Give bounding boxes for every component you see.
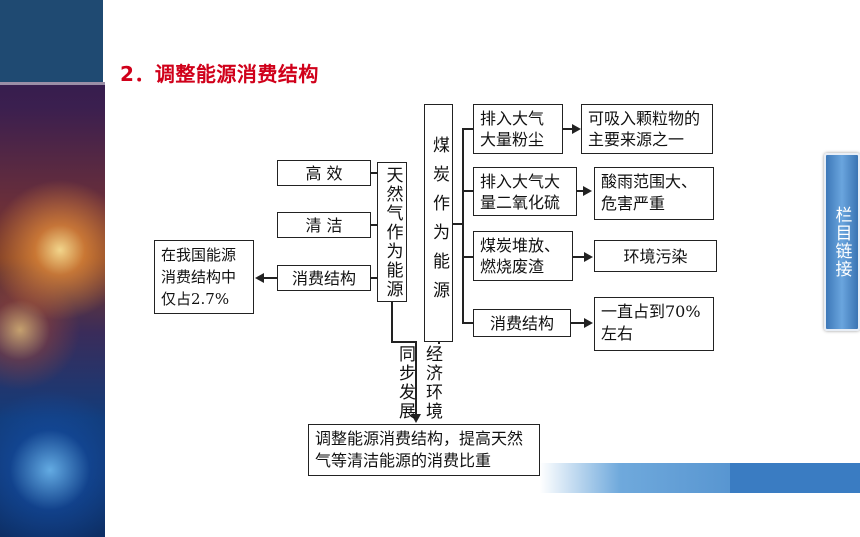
connector-line [391, 341, 415, 343]
connector-line [371, 172, 377, 174]
arrow-right-icon [584, 318, 593, 328]
connector-line [264, 277, 277, 279]
cause-consumption-box: 消费结构 [473, 309, 571, 337]
arrow-right-icon [584, 252, 593, 262]
gas-share-box: 在我国能源消费结构中仅占2.7% [154, 240, 254, 314]
connector-line [462, 322, 473, 324]
connector-line [571, 322, 584, 324]
connector-line [453, 223, 462, 225]
arrow-down-icon [411, 414, 421, 423]
conclusion-box: 调整能源消费结构，提高天然气等清洁能源的消费比重 [308, 424, 540, 476]
cause-residue-box: 煤炭堆放、燃烧废渣 [473, 231, 573, 281]
cause-dust-box: 排入大气大量粉尘 [473, 104, 563, 154]
factor-clean-box: 清 洁 [277, 212, 371, 238]
arrow-right-icon [583, 186, 592, 196]
effect-particulate-box: 可吸入颗粒物的主要来源之一 [581, 104, 713, 154]
page-title: 2．调整能源消费结构 [120, 62, 319, 86]
connector-line [462, 128, 473, 130]
decorative-side-image [0, 0, 105, 537]
economy-environment-label: 经济环境 [422, 345, 442, 421]
divider [0, 82, 105, 85]
cause-so2-box: 排入大气大量二氧化硫 [473, 167, 577, 216]
sync-development-label: 同步发展 [395, 345, 415, 421]
factor-consumption-box: 消费结构 [277, 265, 371, 291]
arrow-left-icon [255, 273, 264, 283]
header-block [0, 0, 105, 82]
section-link-tab[interactable]: 栏目链接 [824, 153, 860, 331]
connector-line [462, 190, 473, 192]
decorative-bottom-block [730, 463, 860, 493]
connector-line [415, 341, 417, 414]
effect-acid-rain-box: 酸雨范围大、危害严重 [594, 167, 714, 220]
coal-energy-label: 煤炭作为能源 [429, 136, 449, 310]
coal-energy-box: 煤炭作为能源 [424, 104, 453, 342]
connector-line [438, 342, 440, 344]
connector-line [563, 128, 572, 130]
effect-share-box: 一直占到70%左右 [594, 297, 714, 351]
factor-efficient-box: 高 效 [277, 160, 371, 186]
connector-line [371, 277, 377, 279]
connector-line [371, 224, 377, 226]
connector-line [462, 256, 473, 258]
connector-line [391, 302, 393, 342]
gas-energy-box: 天然气作为能源 [377, 162, 407, 302]
connector-line [462, 128, 464, 324]
gas-energy-label: 天然气作为能源 [382, 165, 403, 299]
connector-line [577, 190, 583, 192]
effect-pollution-box: 环境污染 [594, 240, 717, 272]
arrow-right-icon [572, 124, 581, 134]
connector-line [573, 256, 584, 258]
section-link-label: 栏目链接 [831, 206, 852, 278]
